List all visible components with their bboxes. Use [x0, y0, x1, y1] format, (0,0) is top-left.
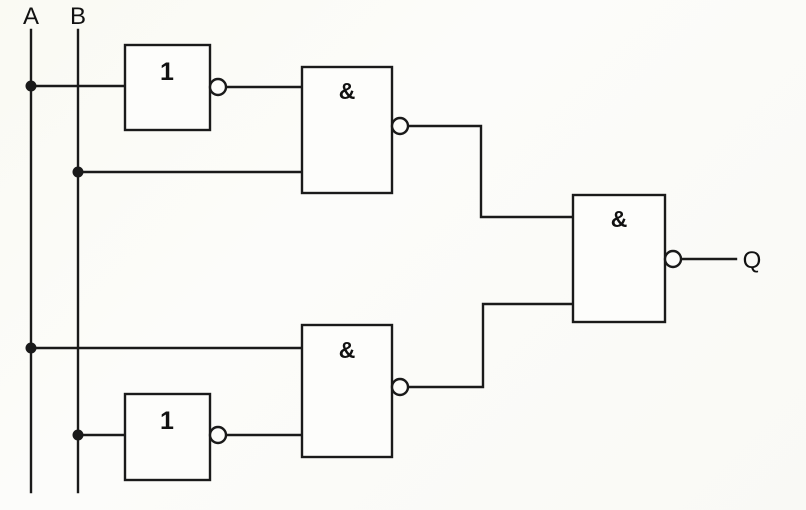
junction-b-top	[72, 166, 84, 178]
input-rails	[29, 28, 80, 494]
nand-gate-top-bubble	[390, 116, 410, 136]
nand-gate-top-body	[300, 65, 394, 195]
not-gate-bottom-bubble	[208, 425, 228, 445]
nand-gate-output[interactable]: &	[571, 193, 683, 324]
wire-nand-bottom-to-out	[406, 302, 575, 389]
nand-gate-output-label: &	[611, 206, 628, 232]
junction-group	[25, 80, 84, 441]
nand-gate-bottom[interactable]: &	[300, 323, 410, 459]
nand-gate-bottom-bubble	[390, 377, 410, 397]
output-label-q: Q	[743, 247, 762, 274]
junction-b-bottom	[72, 429, 84, 441]
wire-group	[29, 84, 738, 437]
not-gate-bottom-label: 1	[160, 407, 174, 435]
not-gate-top[interactable]: 1	[123, 43, 228, 132]
nand-gate-top-label: &	[339, 78, 356, 104]
input-label-b: B	[70, 3, 86, 30]
nand-gate-bottom-label: &	[339, 337, 356, 363]
wire-nand-top-to-output	[406, 124, 575, 219]
junction-a-top	[25, 80, 37, 92]
not-gate-bottom[interactable]: 1	[123, 392, 228, 482]
junction-a-bottom	[25, 342, 37, 354]
nand-gate-output-bubble	[663, 249, 683, 269]
nand-gate-top[interactable]: &	[300, 65, 410, 195]
not-gate-top-bubble	[208, 77, 228, 97]
not-gate-top-label: 1	[160, 58, 174, 86]
input-label-a: A	[23, 3, 39, 30]
